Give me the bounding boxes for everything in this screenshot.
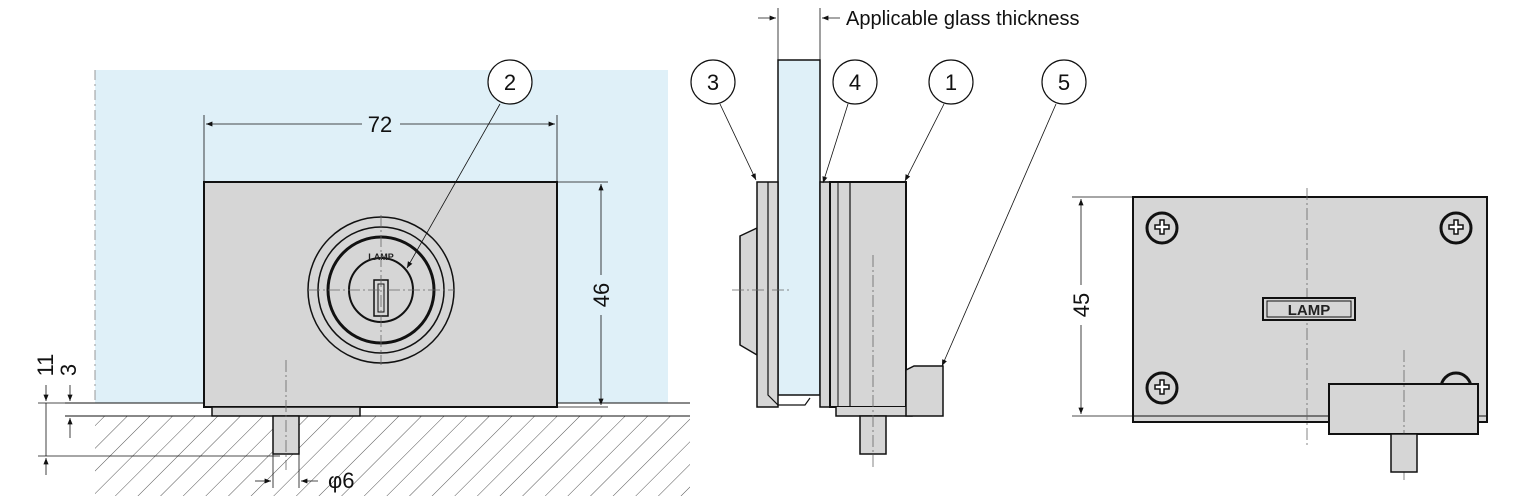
brand-plate-text: LAMP <box>1288 302 1331 319</box>
callout-3-label: 3 <box>707 70 719 95</box>
outer-plate <box>739 226 758 357</box>
callout-4-label: 4 <box>849 70 861 95</box>
callout-1-label: 1 <box>945 70 957 95</box>
callout-5-label: 5 <box>1058 70 1070 95</box>
dim-offset-3: 3 <box>56 364 81 376</box>
screw-top-left-icon <box>1145 211 1179 245</box>
dim-pin-diameter: φ6 <box>328 468 355 493</box>
callout-2 <box>487 59 533 105</box>
side-view: Applicable glass thickness 3 4 1 5 <box>690 8 1087 470</box>
dim-height-rear: 45 <box>1069 293 1094 317</box>
callout-2-label: 2 <box>504 70 516 95</box>
lock-body-side <box>829 181 907 408</box>
callout-3 <box>690 59 736 105</box>
screw-bottom-left-icon <box>1145 371 1179 405</box>
rear-strike-block <box>1328 383 1479 435</box>
dim-height-front: 46 <box>589 283 614 307</box>
callout-4 <box>832 59 878 105</box>
dim-width: 72 <box>368 112 392 137</box>
glass-section <box>777 59 821 396</box>
rear-view: LAMP 45 <box>1069 188 1488 480</box>
gasket <box>819 181 831 408</box>
glass-thickness-label: Applicable glass thickness <box>846 8 1079 30</box>
front-view: LAMP 72 46 11 3 φ6 2 <box>33 59 690 496</box>
callout-1 <box>928 59 974 105</box>
strike-block <box>905 365 944 417</box>
dim-offset-11: 11 <box>33 354 58 377</box>
brand-plate <box>1262 297 1356 321</box>
callout-5 <box>1041 59 1087 105</box>
screw-top-right-icon <box>1439 211 1473 245</box>
rear-pin <box>1390 433 1418 473</box>
